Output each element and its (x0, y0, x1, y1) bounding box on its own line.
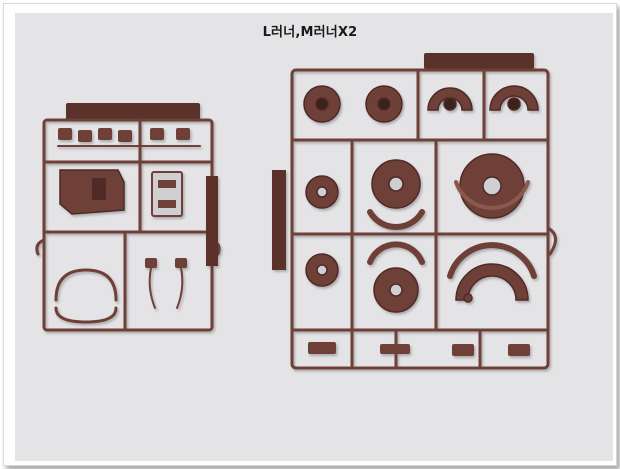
large-runner (272, 53, 557, 370)
photo-caption: L러너,M러너X2 (262, 25, 358, 40)
small-runner (35, 103, 221, 332)
